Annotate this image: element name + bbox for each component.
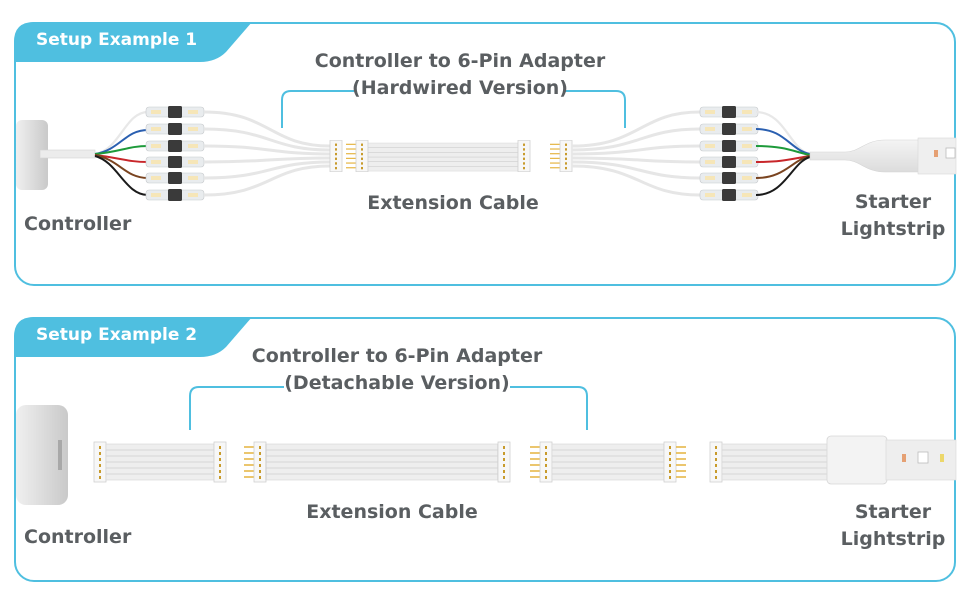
detachable-adapter-left	[93, 441, 227, 483]
controller-device-2	[16, 405, 68, 505]
adapter-label-2-line1: Controller to 6-Pin Adapter	[251, 345, 543, 367]
setup-example-1-tab: Setup Example 1	[14, 22, 252, 62]
adapter-bracket-right-1	[565, 90, 626, 128]
adapter-bracket-left-1	[281, 90, 354, 128]
tab-background	[14, 317, 252, 357]
hardwired-adapter-right-splices	[549, 105, 811, 202]
detachable-adapter-right	[529, 441, 687, 483]
controller-device-1	[16, 120, 96, 190]
starter-lightstrip-1	[809, 137, 957, 175]
setup-example-1-panel: Setup Example 1	[14, 22, 956, 286]
adapter-label-1-line1: Controller to 6-Pin Adapter	[314, 50, 606, 72]
adapter-label-1: Controller to 6-Pin Adapter (Hardwired V…	[310, 48, 610, 102]
controller-label-1: Controller	[24, 213, 132, 235]
setup-example-2-title: Setup Example 2	[36, 325, 198, 345]
lightstrip-label-2: Starter Lightstrip	[838, 499, 948, 553]
lightstrip-label-2-line1: Starter	[854, 501, 932, 523]
extension-cable-label-2: Extension Cable	[306, 501, 478, 523]
adapter-label-2-line2: (Detachable Version)	[284, 372, 510, 394]
lightstrip-label-1-line2: Lightstrip	[840, 218, 946, 240]
extension-cable-2	[243, 441, 511, 483]
setup-example-1-title: Setup Example 1	[36, 30, 198, 50]
adapter-label-1-line2: (Hardwired Version)	[352, 77, 568, 99]
adapter-bracket-right-2	[510, 386, 588, 430]
extension-cable-1	[345, 139, 531, 173]
tab-background	[14, 22, 252, 62]
hardwired-adapter-left-splices	[94, 105, 343, 202]
extension-cable-label-1: Extension Cable	[367, 192, 539, 214]
adapter-bracket-left-2	[189, 386, 284, 430]
controller-label-2: Controller	[24, 526, 132, 548]
lightstrip-label-2-line2: Lightstrip	[840, 528, 946, 550]
starter-lightstrip-2	[709, 435, 957, 485]
adapter-label-2: Controller to 6-Pin Adapter (Detachable …	[247, 343, 547, 397]
lightstrip-label-1-line1: Starter	[854, 191, 932, 213]
setup-example-2-tab: Setup Example 2	[14, 317, 252, 357]
lightstrip-label-1: Starter Lightstrip	[838, 189, 948, 243]
